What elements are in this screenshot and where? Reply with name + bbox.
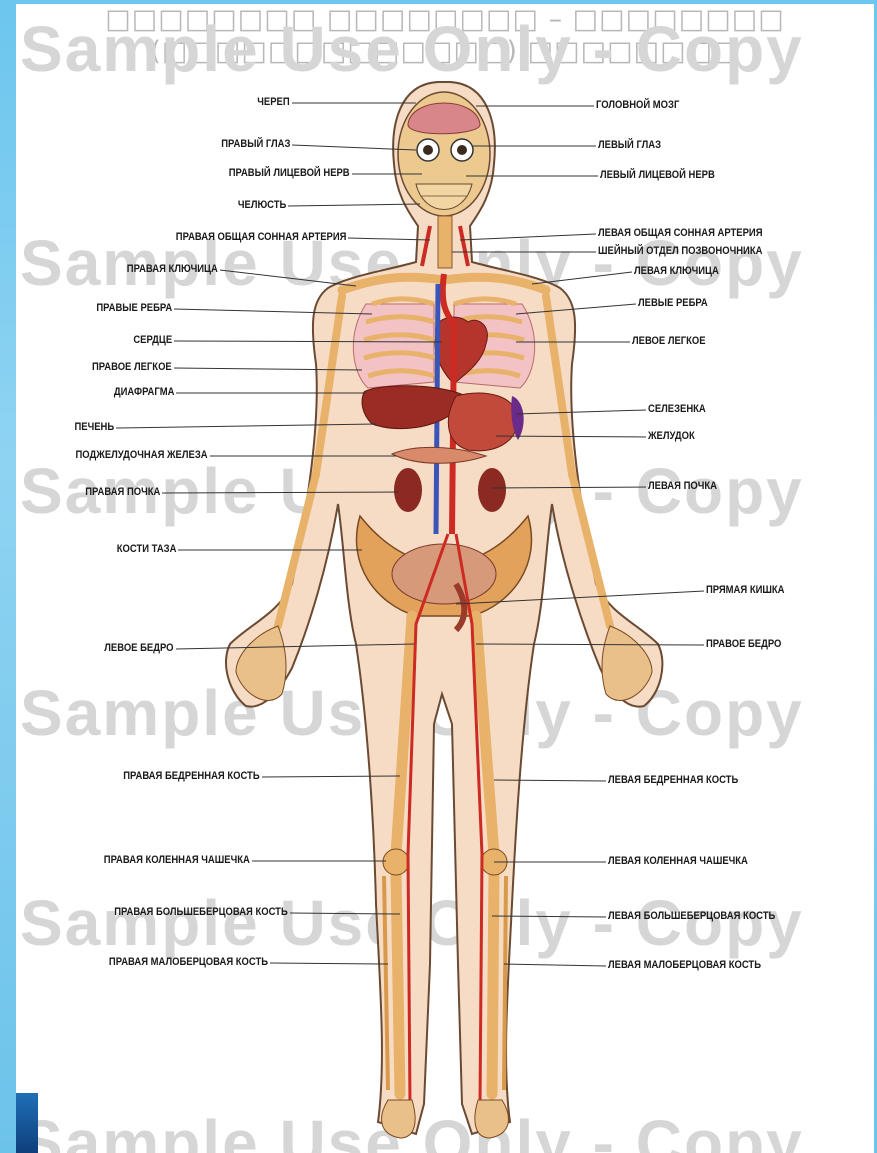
label-right-eye: ПРАВЫЙ ГЛАЗ bbox=[221, 138, 290, 150]
right-kidney bbox=[394, 468, 422, 512]
label-brain: ГОЛОВНОЙ МОЗГ bbox=[596, 99, 679, 111]
label-rectum: ПРЯМАЯ КИШКА bbox=[706, 584, 785, 596]
label-left-kidney: ЛЕВАЯ ПОЧКА bbox=[648, 480, 717, 492]
intestines bbox=[392, 544, 496, 604]
background-corner bbox=[16, 1093, 38, 1153]
label-right-carotid-artery: ПРАВАЯ ОБЩАЯ СОННАЯ АРТЕРИЯ bbox=[175, 231, 346, 243]
label-cervical-spine: ШЕЙНЫЙ ОТДЕЛ ПОЗВОНОЧНИКА bbox=[598, 245, 762, 257]
label-left-clavicle: ЛЕВАЯ КЛЮЧИЦА bbox=[634, 265, 719, 277]
label-pelvic-bones: КОСТИ ТАЗА bbox=[116, 543, 176, 555]
left-foot bbox=[475, 1100, 509, 1138]
label-spleen: СЕЛЕЗЕНКА bbox=[648, 403, 706, 415]
label-liver: ПЕЧЕНЬ bbox=[74, 421, 114, 433]
anatomy-figure bbox=[16, 4, 874, 1153]
label-right-fibula: ПРАВАЯ МАЛОБЕРЦОВАЯ КОСТЬ bbox=[109, 956, 268, 968]
label-jaw: ЧЕЛЮСТЬ bbox=[238, 199, 286, 211]
label-right-facial-nerve: ПРАВЫЙ ЛИЦЕВОЙ НЕРВ bbox=[229, 167, 350, 179]
label-pancreas: ПОДЖЕЛУДОЧНАЯ ЖЕЛЕЗА bbox=[76, 449, 208, 461]
label-right-ribs: ПРАВЫЕ РЕБРА bbox=[96, 302, 172, 314]
label-left-femur: ЛЕВАЯ БЕДРЕННАЯ КОСТЬ bbox=[608, 774, 738, 786]
label-left-lung: ЛЕВОЕ ЛЕГКОЕ bbox=[632, 335, 706, 347]
label-right-kidney: ПРАВАЯ ПОЧКА bbox=[85, 486, 160, 498]
label-left-tibia: ЛЕВАЯ БОЛЬШЕБЕРЦОВАЯ КОСТЬ bbox=[608, 910, 775, 922]
left-kidney bbox=[478, 468, 506, 512]
diagram-sheet: □□□□□□□□ □□□□□□□□ – □□□□□□□□ (□□□□□□□□□□… bbox=[16, 4, 874, 1153]
label-right-femur: ПРАВАЯ БЕДРЕННАЯ КОСТЬ bbox=[124, 770, 260, 782]
label-left-carotid-artery: ЛЕВАЯ ОБЩАЯ СОННАЯ АРТЕРИЯ bbox=[598, 227, 763, 239]
label-left-hip: ЛЕВОЕ БЕДРО bbox=[105, 642, 174, 654]
label-left-kneecap: ЛЕВАЯ КОЛЕННАЯ ЧАШЕЧКА bbox=[608, 855, 748, 867]
label-right-lung: ПРАВОЕ ЛЕГКОЕ bbox=[92, 361, 172, 373]
label-right-clavicle: ПРАВАЯ КЛЮЧИЦА bbox=[127, 263, 218, 275]
label-diaphragm: ДИАФРАГМА bbox=[113, 386, 174, 398]
right-foot bbox=[382, 1100, 416, 1138]
cervical-spine bbox=[438, 216, 452, 268]
label-left-fibula: ЛЕВАЯ МАЛОБЕРЦОВАЯ КОСТЬ bbox=[608, 959, 761, 971]
label-left-ribs: ЛЕВЫЕ РЕБРА bbox=[638, 297, 708, 309]
label-right-tibia: ПРАВАЯ БОЛЬШЕБЕРЦОВАЯ КОСТЬ bbox=[114, 906, 288, 918]
label-right-hip: ПРАВОЕ БЕДРО bbox=[706, 638, 781, 650]
label-right-kneecap: ПРАВАЯ КОЛЕННАЯ ЧАШЕЧКА bbox=[104, 854, 250, 866]
label-stomach: ЖЕЛУДОК bbox=[648, 430, 695, 442]
right-kneecap bbox=[383, 849, 409, 875]
label-heart: СЕРДЦЕ bbox=[133, 334, 172, 346]
label-skull: ЧЕРЕП bbox=[258, 96, 290, 108]
label-left-facial-nerve: ЛЕВЫЙ ЛИЦЕВОЙ НЕРВ bbox=[600, 169, 715, 181]
label-left-eye: ЛЕВЫЙ ГЛАЗ bbox=[598, 139, 661, 151]
